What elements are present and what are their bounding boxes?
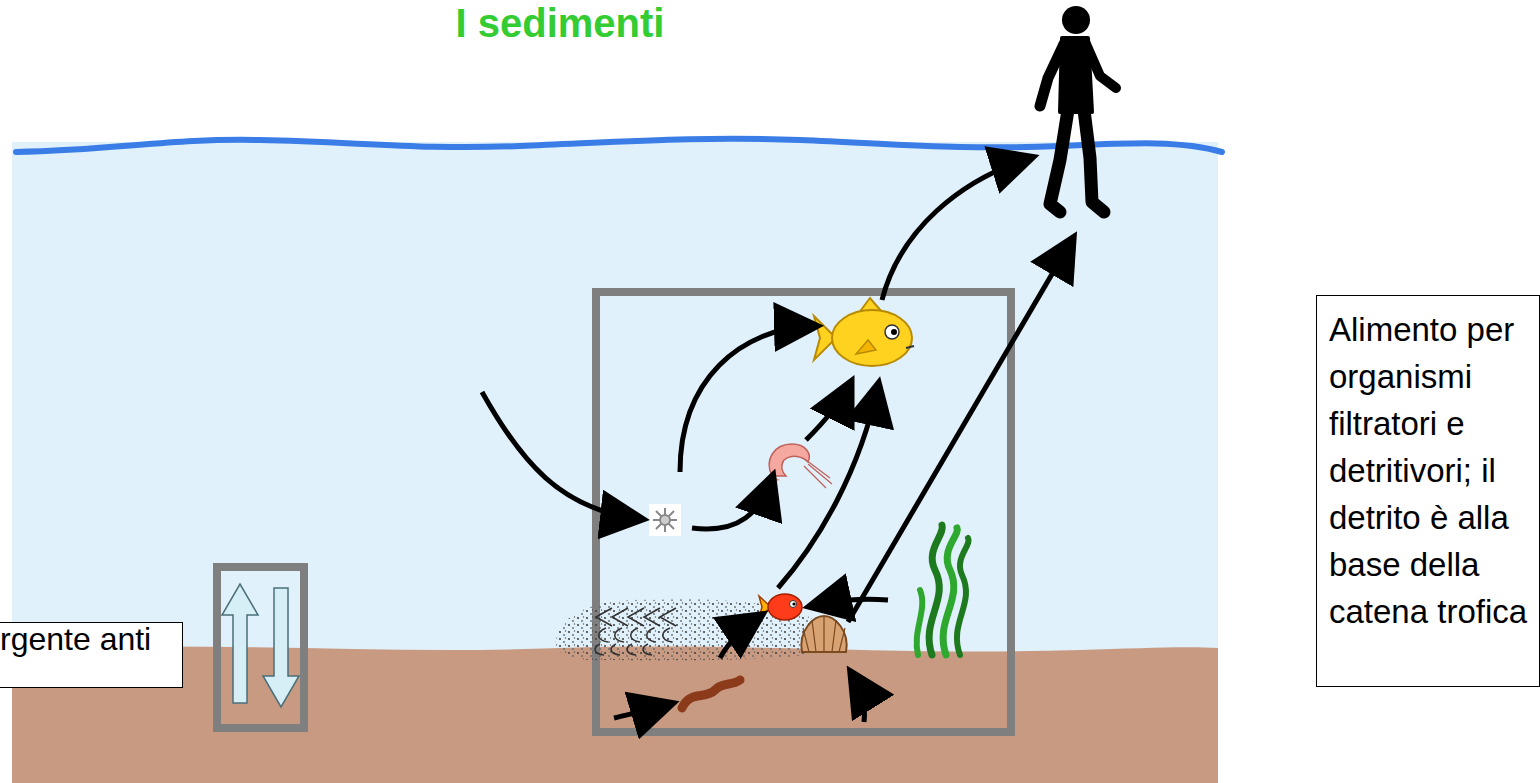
worm-icon [682,680,740,708]
plankton-icon [649,504,681,536]
trophic-arrow [848,240,1072,622]
filament [599,628,672,642]
human-leg [1050,110,1068,212]
clam-ribs [803,617,845,652]
seaweed-blade [917,590,923,655]
clam-icon [801,616,846,652]
human-leg [1084,110,1104,212]
trophic-arrow [882,158,1030,300]
plankton-core [660,515,670,525]
water-body [12,142,1218,783]
fish-eye [790,601,797,608]
plankton-body [653,508,677,532]
trophic-arrow [778,386,878,588]
fish-body [832,310,912,366]
upward-flux-arrow [222,584,258,703]
fish-pupil [891,329,897,335]
text-box: rgente anti [0,622,183,688]
fish-fin [856,340,876,354]
seaweed-blade [957,538,969,655]
exchange-frame [217,567,304,728]
shrimp-body [769,444,809,476]
box-text: Alimento per organismi filtratori e detr… [1329,306,1533,635]
trophic-arrow [614,704,670,718]
red-fish-icon [759,594,802,620]
detritus-filaments [595,608,676,655]
seaweed-icon [917,525,969,655]
shrimp-icon [766,444,832,488]
yellow-fish-icon [814,298,914,366]
clam-shell [801,616,846,652]
trophic-arrows [482,158,1072,722]
water-surface [16,139,1222,152]
trophic-arrow [680,326,814,472]
text-box: Alimento per organismi filtratori e detr… [1316,295,1540,687]
trophic-arrow [720,616,760,658]
trophic-arrow [852,674,865,722]
human-arm [1086,44,1116,88]
input-arrow [482,392,640,519]
human-head [1062,6,1090,34]
fish-pupil [792,602,795,605]
filament [595,644,652,655]
human-silhouette [1040,6,1116,212]
trophic-arrow [806,384,850,440]
box-text: rgente anti [0,623,170,656]
trophic-arrow [812,599,888,606]
sediment-layer [12,646,1218,783]
fish-eye [885,325,899,339]
shrimp-antennae [804,460,832,488]
plankton-bg [649,504,681,536]
downward-flux-arrow [263,588,299,707]
diagram-title: I sedimenti [380,0,740,46]
food-web-frame [596,292,1011,732]
trophic-arrow [692,478,772,529]
filament [596,608,676,626]
fish-mouth [906,346,914,348]
fish-body [768,594,802,620]
human-arm [1040,44,1064,106]
